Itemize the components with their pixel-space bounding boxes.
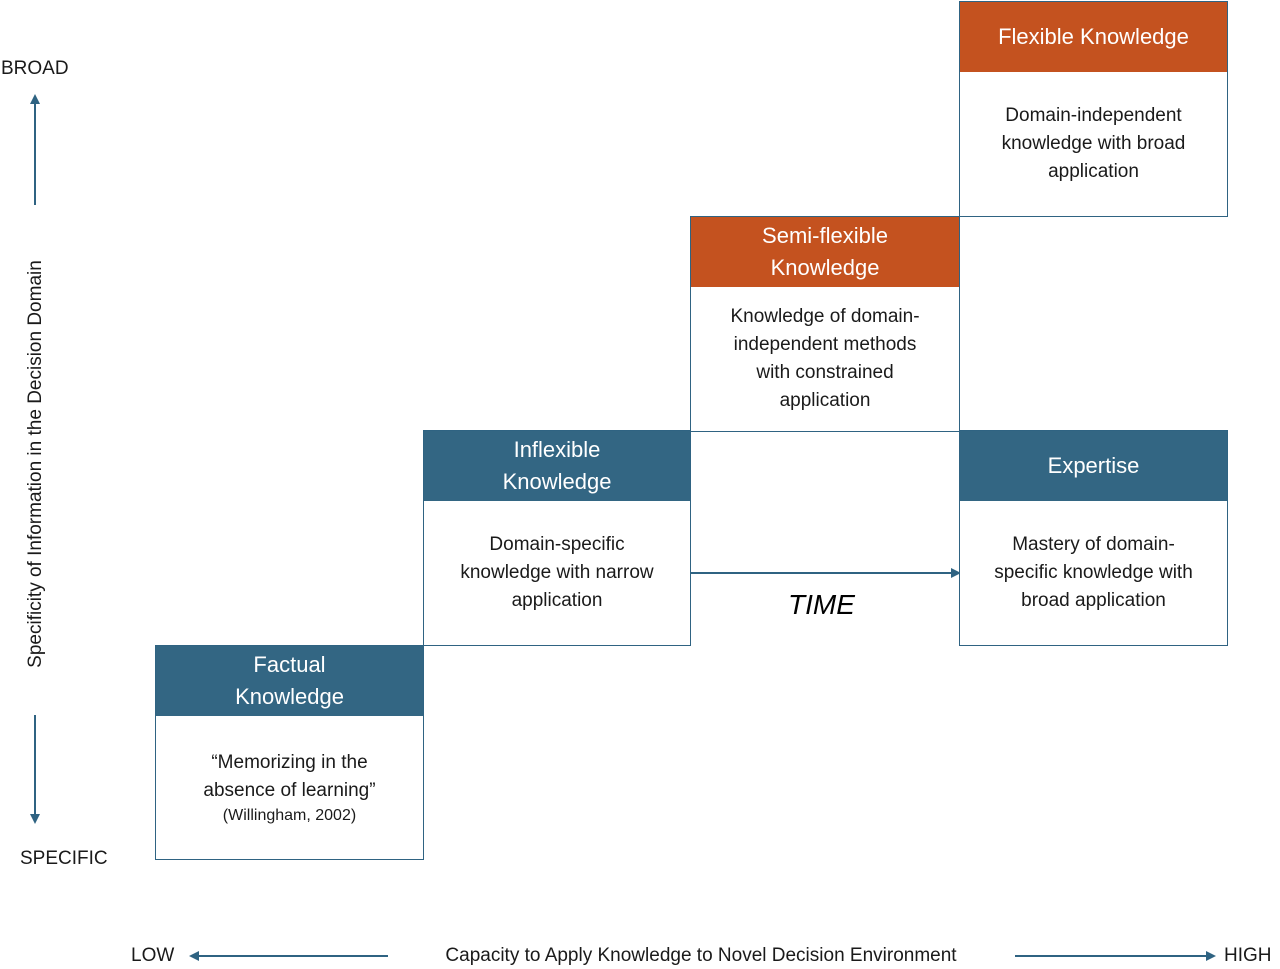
semi-flexible-knowledge-box: Semi-flexible Knowledge Knowledge of dom… [690, 216, 960, 432]
inflexible-knowledge-header: Inflexible Knowledge [424, 431, 690, 501]
semiflexible-body-line2: independent methods [733, 334, 917, 355]
factual-citation: (Willingham, 2002) [222, 806, 357, 824]
semiflexible-title-line2: Knowledge [770, 255, 880, 280]
expertise-body-line2: specific knowledge with [994, 562, 1193, 583]
inflexible-body-line1: Domain-specific [489, 534, 625, 555]
flexible-body-line3: application [1048, 161, 1139, 182]
inflexible-title-line1: Inflexible [513, 437, 601, 462]
factual-knowledge-body: “Memorizing in the absence of learning” … [156, 716, 423, 859]
semiflexible-body-line3: with constrained [756, 362, 894, 383]
inflexible-title-line2: Knowledge [502, 469, 612, 494]
expertise-header: Expertise [960, 431, 1227, 501]
x-axis-right-label: HIGH [1224, 945, 1272, 966]
x-axis-title: Capacity to Apply Knowledge to Novel Dec… [433, 945, 969, 967]
flexible-knowledge-header: Flexible Knowledge [960, 2, 1227, 72]
semiflexible-body-line4: application [779, 390, 871, 411]
flexible-body-line2: knowledge with broad [1001, 133, 1186, 154]
inflexible-body-line3: application [511, 590, 603, 611]
flexible-knowledge-body: Domain-independent knowledge with broad … [960, 72, 1227, 216]
semi-flexible-knowledge-header: Semi-flexible Knowledge [691, 217, 959, 287]
time-label: TIME [788, 589, 855, 620]
factual-body-line2: absence of learning” [203, 779, 376, 801]
inflexible-body-line2: knowledge with narrow [460, 562, 654, 583]
y-axis-top-label: BROAD [1, 58, 69, 79]
flexible-title: Flexible Knowledge [998, 24, 1189, 49]
expertise-title: Expertise [1047, 453, 1140, 478]
inflexible-knowledge-box: Inflexible Knowledge Domain-specific kno… [423, 430, 691, 646]
flexible-knowledge-box: Flexible Knowledge Domain-independent kn… [959, 1, 1228, 217]
factual-title-line1: Factual [253, 652, 326, 677]
y-axis-title: Specificity of Information in the Decisi… [25, 252, 47, 676]
factual-knowledge-header: Factual Knowledge [156, 646, 423, 716]
factual-knowledge-box: Factual Knowledge “Memorizing in the abs… [155, 645, 424, 860]
semiflexible-body-line1: Knowledge of domain- [730, 306, 920, 327]
expertise-body: Mastery of domain- specific knowledge wi… [960, 501, 1227, 645]
expertise-box: Expertise Mastery of domain- specific kn… [959, 430, 1228, 646]
factual-body-line1: “Memorizing in the [211, 751, 368, 773]
y-axis-bottom-label: SPECIFIC [20, 848, 108, 869]
factual-title-line2: Knowledge [235, 684, 344, 709]
x-axis-left-label: LOW [131, 945, 175, 966]
inflexible-knowledge-body: Domain-specific knowledge with narrow ap… [424, 501, 690, 645]
expertise-body-line1: Mastery of domain- [1012, 534, 1175, 555]
semiflexible-title-line1: Semi-flexible [762, 223, 888, 248]
expertise-body-line3: broad application [1021, 590, 1166, 611]
semi-flexible-knowledge-body: Knowledge of domain- independent methods… [691, 287, 959, 431]
flexible-body-line1: Domain-independent [1005, 105, 1182, 126]
